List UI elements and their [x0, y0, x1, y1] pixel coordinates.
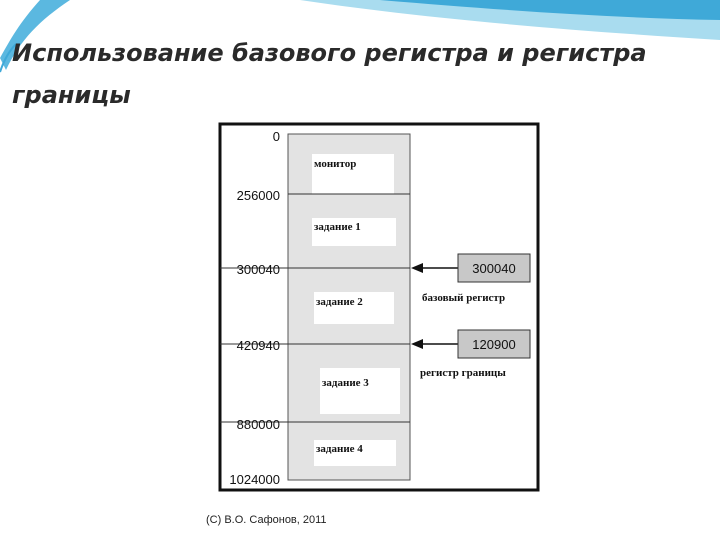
limit-register-box — [457, 329, 531, 359]
slide-title: Использование базового регистра и регист… — [12, 39, 647, 109]
segment-box-job1 — [312, 218, 396, 246]
base-register-arrowhead — [411, 263, 423, 273]
address-label-256000: 256000 — [237, 188, 280, 203]
segment-box-monitor — [312, 154, 394, 194]
address-label-420940: 420940 — [237, 338, 280, 353]
limit-register-arrowhead — [411, 339, 423, 349]
segment-box-job4 — [314, 440, 396, 466]
base-register: 300040 базовый регистр — [411, 253, 531, 304]
slide-footer: (C) В.О. Сафонов, 2011 — [206, 514, 327, 526]
wave-dark — [380, 0, 720, 20]
segment-label-job3: задание 3 — [322, 377, 369, 389]
limit-register: 120900 регистр границы — [411, 329, 531, 379]
segment-box-job2 — [314, 292, 394, 324]
segment-label-job1: задание 1 — [314, 221, 361, 233]
segment-label-monitor: монитор — [314, 158, 356, 170]
limit-register-value: 120900 — [472, 337, 515, 352]
base-register-value: 300040 — [472, 261, 515, 276]
segment-box-job3 — [320, 368, 400, 414]
memory-column: монитор задание 1 задание 2 задание 3 за… — [220, 133, 411, 481]
base-register-box — [457, 253, 531, 283]
decorative-waves — [0, 0, 720, 73]
address-label-880000: 880000 — [237, 417, 280, 432]
wave-left-line — [0, 43, 17, 73]
address-label-1024000: 1024000 — [229, 472, 280, 487]
segment-label-job4: задание 4 — [316, 443, 363, 455]
address-label-0: 0 — [273, 129, 280, 144]
address-label-300040: 300040 — [237, 262, 280, 277]
limit-register-label: регистр границы — [420, 367, 506, 379]
wave-left — [0, 0, 70, 70]
segment-label-job2: задание 2 — [316, 296, 363, 308]
memory-diagram: монитор задание 1 задание 2 задание 3 за… — [218, 122, 540, 492]
base-register-label: базовый регистр — [422, 292, 505, 304]
